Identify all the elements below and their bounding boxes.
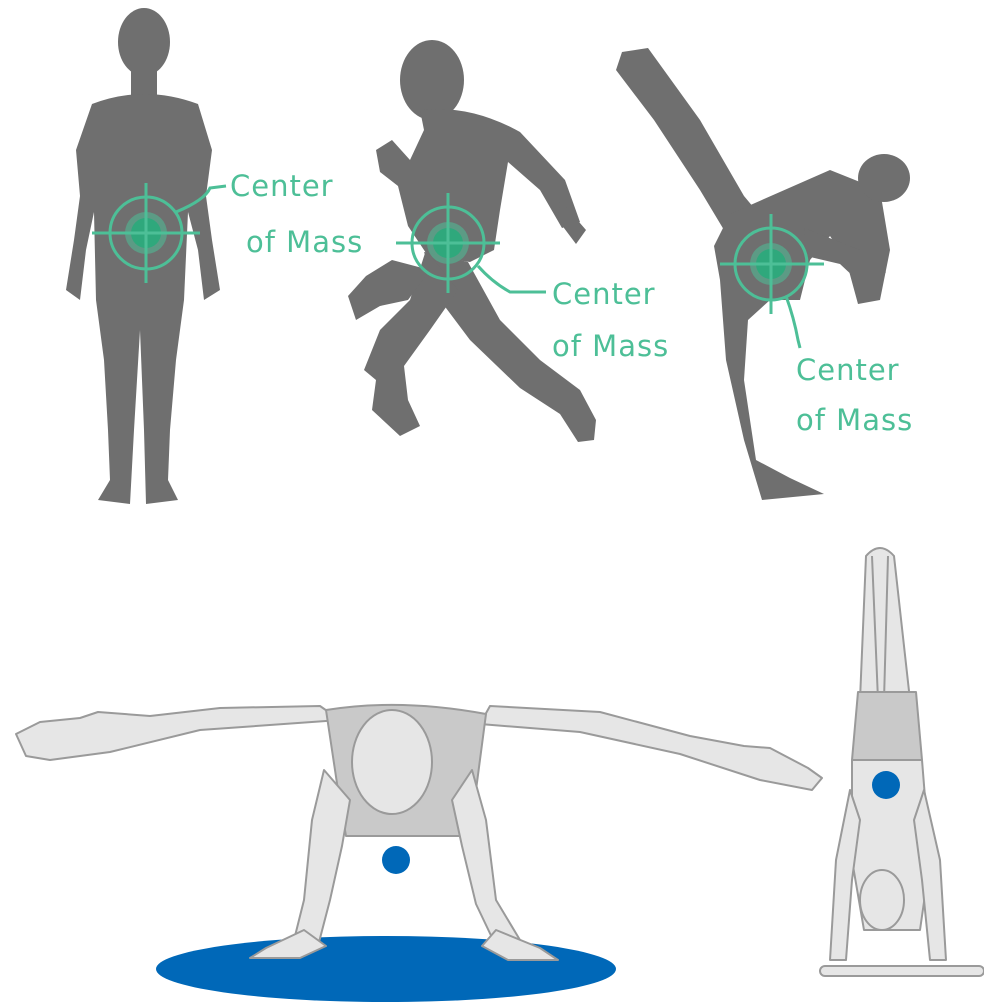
figure1-label-line2: of Mass [246, 225, 363, 259]
running-figure [348, 40, 596, 442]
figure2-label-line2: of Mass [552, 329, 669, 363]
handstand-mass-point [872, 771, 900, 799]
planche-gymnast [16, 705, 822, 960]
handstand-gymnast [820, 548, 984, 976]
figure3-label-line1: Center [796, 353, 900, 387]
figure3-label-line2: of Mass [796, 403, 913, 437]
standing-figure [66, 8, 220, 504]
support-base-ellipse [156, 936, 616, 1002]
planche-mass-point [382, 846, 410, 874]
figure1-label-line1: Center [230, 169, 334, 203]
figure2-label-line1: Center [552, 277, 656, 311]
